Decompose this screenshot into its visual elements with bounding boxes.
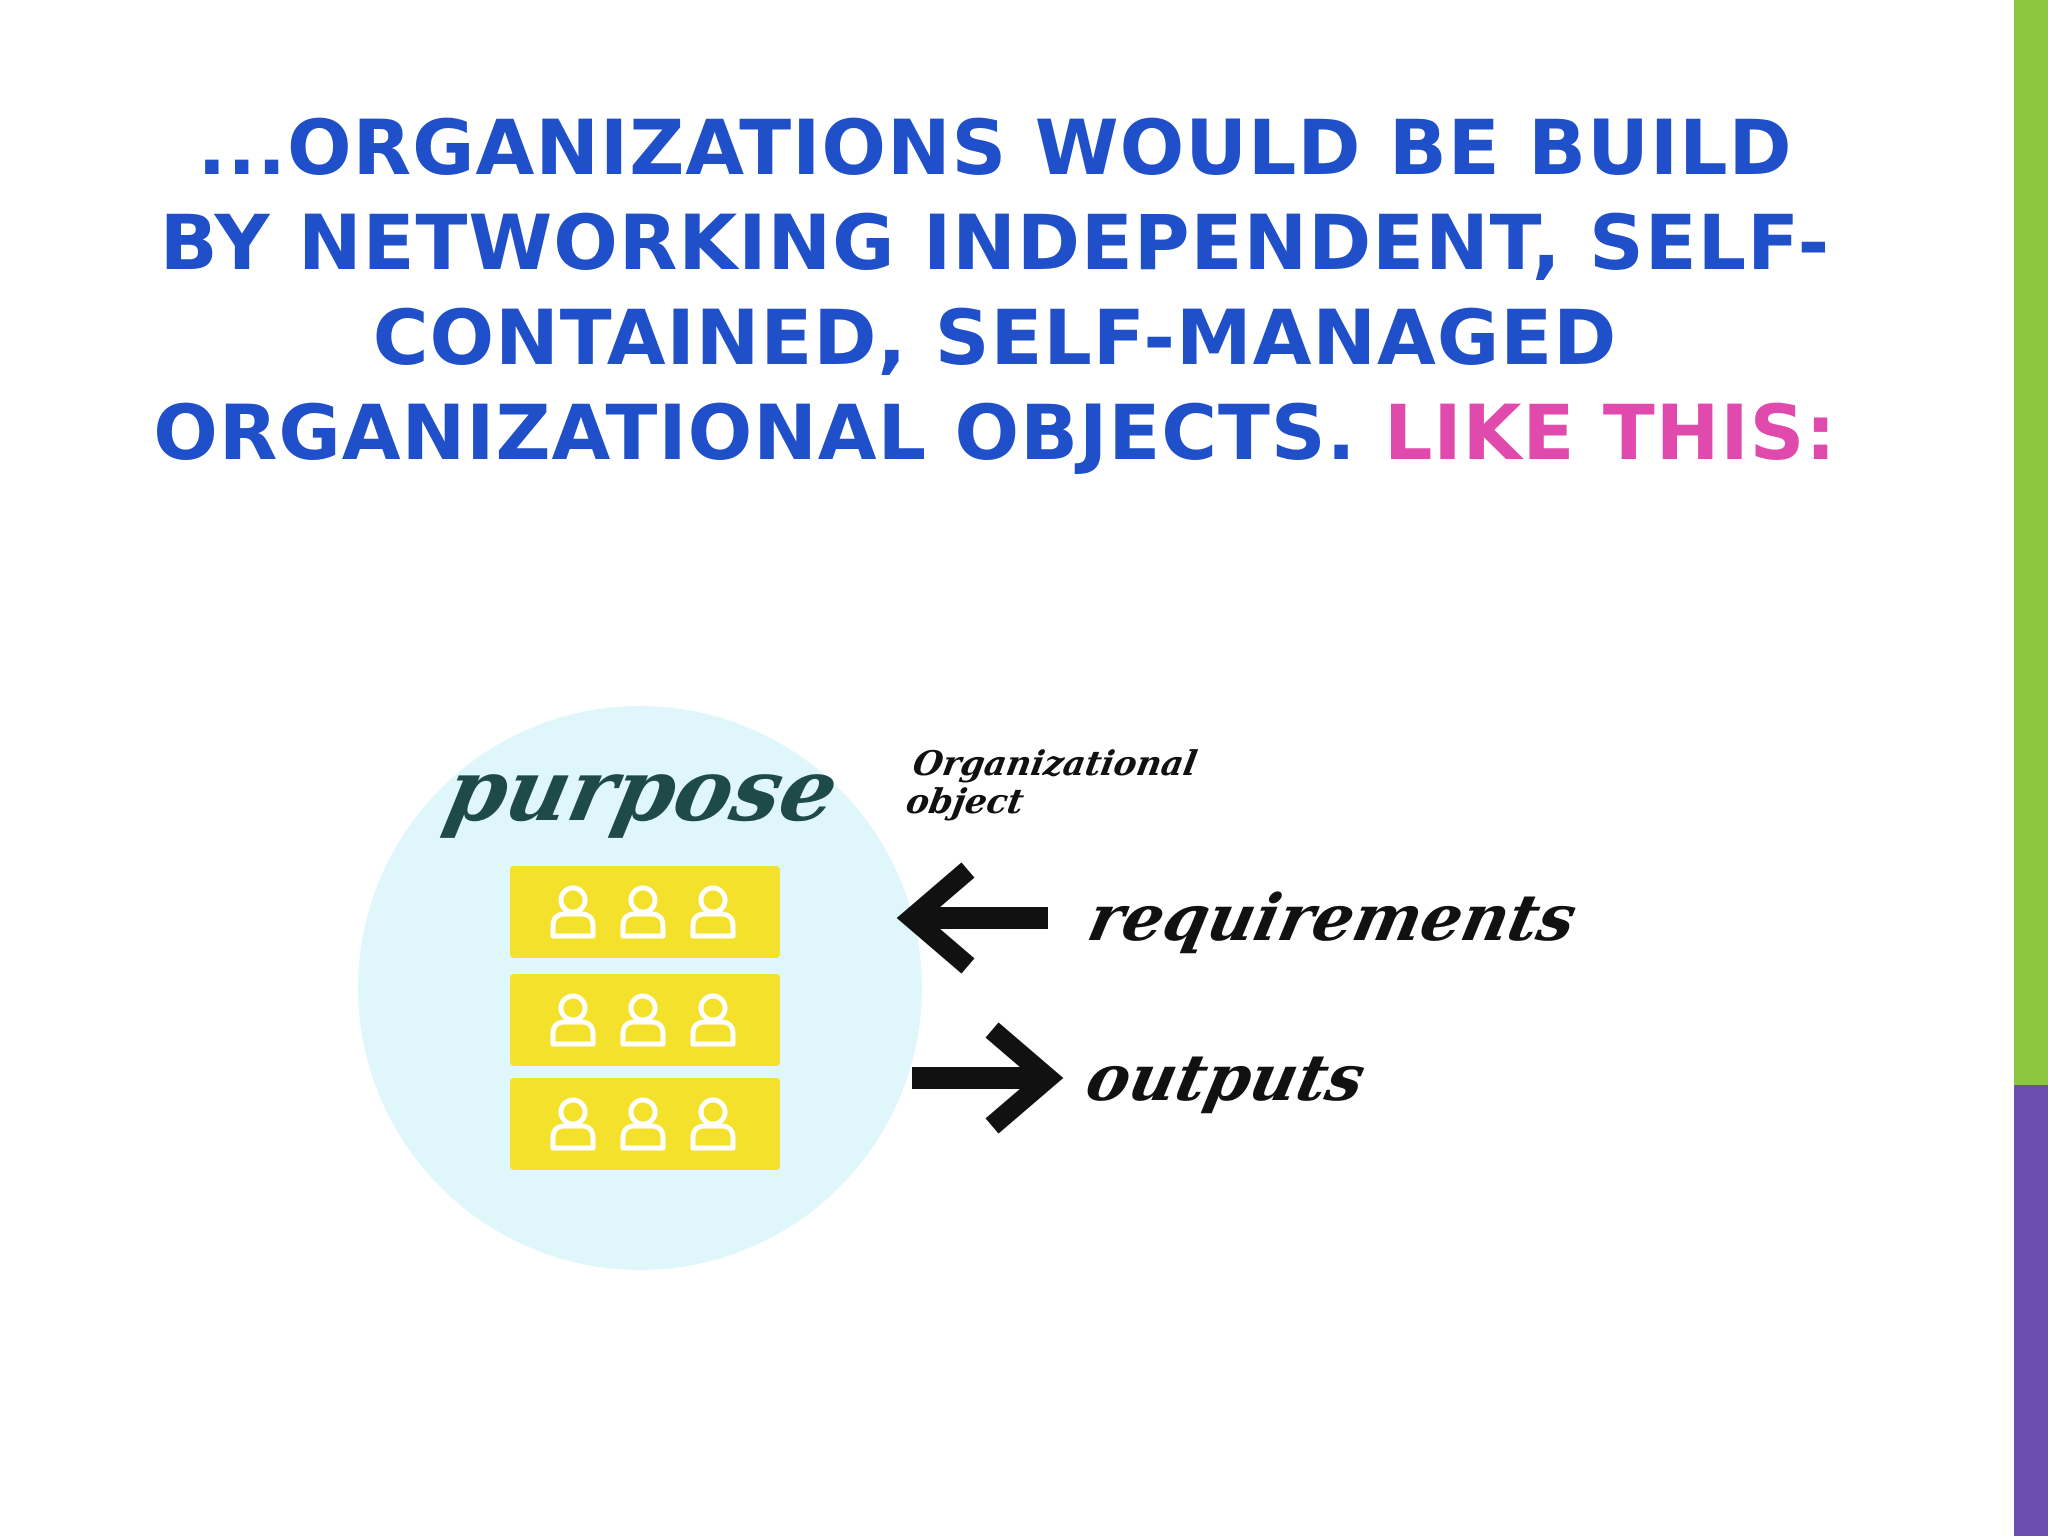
accent-bar-purple [2014,1085,2048,1536]
organizational-object-label-line1: Organizational [910,744,1200,784]
arrow-right-icon [912,1022,1064,1134]
organizational-object-label: Organizational object [903,744,1212,822]
arrow-left-icon [896,862,1048,974]
team-row [510,974,780,1066]
title-highlight-text: LIKE THIS: [1383,388,1837,477]
person-icon [620,885,666,939]
person-icon [690,885,736,939]
purpose-label: purpose [437,739,847,841]
accent-bar-green [2014,0,2048,1085]
person-icon [690,993,736,1047]
title-main-text: ...ORGANIZATIONS WOULD BE BUILD BY NETWO… [153,103,1831,477]
person-icon [550,993,596,1047]
person-icon [620,1097,666,1151]
slide-title: ...ORGANIZATIONS WOULD BE BUILD BY NETWO… [150,100,1840,480]
person-icon [550,1097,596,1151]
team-row [510,866,780,958]
team-row [510,1078,780,1170]
requirements-label: requirements [1082,881,1583,956]
organizational-object-label-line2: object [903,782,1027,822]
outputs-label: outputs [1080,1041,1372,1116]
person-icon [620,993,666,1047]
person-icon [690,1097,736,1151]
person-icon [550,885,596,939]
